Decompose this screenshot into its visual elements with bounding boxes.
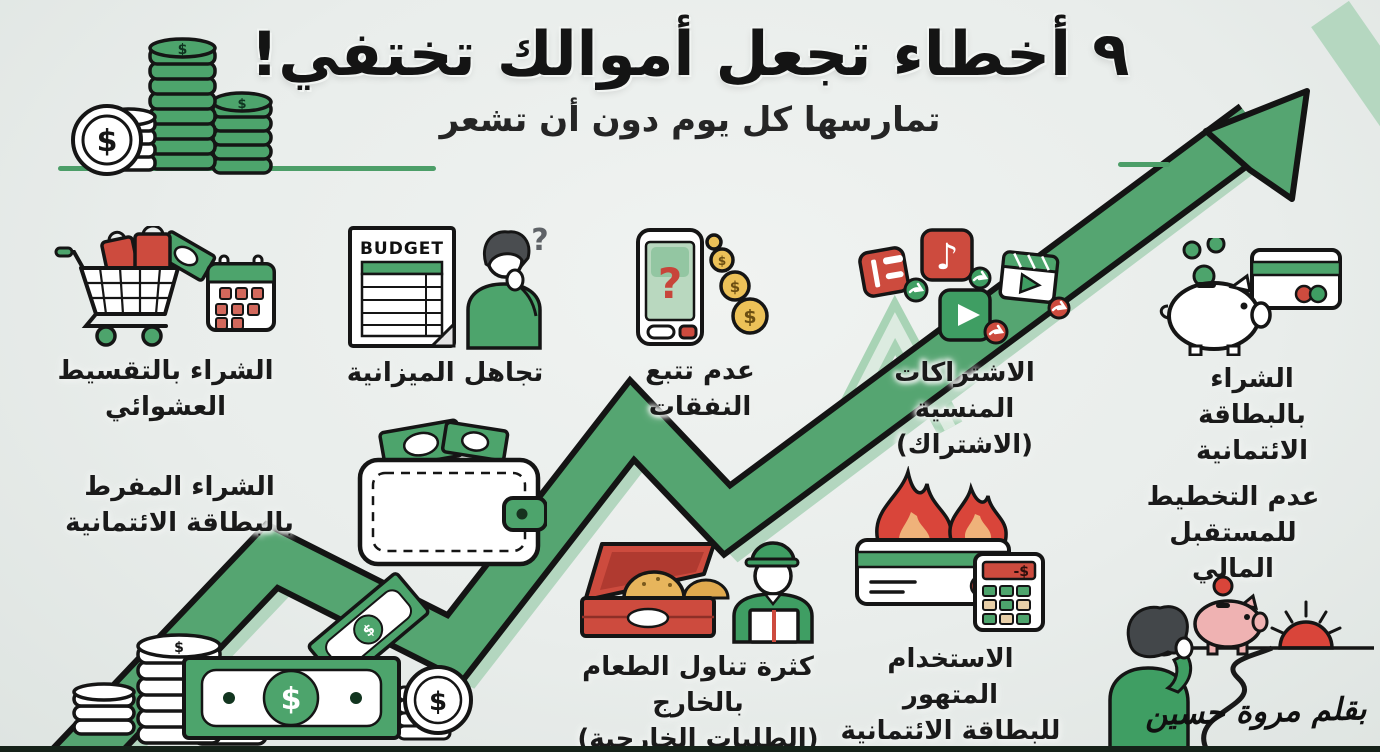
shopping-cart-calendar-icon [54, 226, 276, 347]
svg-text:?: ? [658, 259, 682, 308]
svg-text:♪: ♪ [936, 237, 959, 278]
mistake-no-expense-tracking: ? $ $ $ عدم تتبع النفقات [610, 228, 790, 426]
svg-text:$: $ [178, 42, 188, 58]
burning-card-calculator-icon: -$ [854, 466, 1045, 632]
arrow-echo-sliver [1311, 0, 1380, 127]
wallet-icon [357, 418, 547, 567]
phone-coins-icon: ? $ $ $ [636, 228, 769, 346]
mistake-label-2: العشوائي [104, 391, 227, 422]
budget-document-man-icon: BUDGET ? [348, 224, 549, 350]
mistake-label: الاستخدام المتهور [887, 644, 1014, 710]
mistake-label-2: (الاشتراك) [895, 429, 1034, 460]
mistake-random-installments: الشراء بالتقسيط العشوائي [48, 226, 283, 426]
mistake-label: كثرة تناول الطعام بالخارج [582, 652, 814, 718]
page-title: ٩ أخطاء تجعل أموالك تختفي! [250, 19, 1130, 90]
underline-right [1118, 162, 1170, 167]
mistake-label-2: للبطاقة الائتمانية [840, 715, 1061, 746]
svg-text:$: $ [429, 687, 447, 717]
page-subtitle: تمارسها كل يوم دون أن تشعر [439, 100, 941, 141]
food-box-delivery-icon [579, 541, 814, 644]
piggy-bank-credit-card-icon [1159, 238, 1342, 356]
cash-pile-icon: $ $ $ $ [72, 572, 473, 746]
bottom-border [0, 746, 1380, 752]
mistake-label: الاشتراكات المنسية [894, 358, 1035, 424]
svg-text:$: $ [281, 682, 302, 717]
svg-text:-$: -$ [1013, 564, 1029, 580]
mistake-label: الشراء بالبطاقة [1198, 364, 1306, 430]
mistake-label: عدم التخطيط [1146, 482, 1320, 512]
mistake-label: تجاهل الميزانية [346, 358, 544, 388]
mistake-reckless-credit-use: -$ الاستخدام المتهور للبطاقة الائتمانية [838, 466, 1063, 750]
mistake-label-2: الائتمانية [1196, 435, 1308, 466]
mistake-label: الشراء بالتقسيط [57, 356, 274, 386]
svg-text:$: $ [718, 254, 726, 268]
svg-text:$: $ [730, 278, 740, 296]
svg-text:$: $ [174, 640, 184, 656]
svg-text:$: $ [743, 306, 756, 328]
subscription-apps-icon: ♪ [858, 228, 1071, 345]
header: ٩ أخطاء تجعل أموالك تختفي! تمارسها كل يو… [230, 19, 1150, 141]
mistake-label: عدم تتبع النفقات [645, 356, 755, 422]
mistake-label-2: بالبطاقة الائتمانية [65, 507, 294, 538]
mistake-forgotten-subscriptions: ♪ الاشتراكات المنسية (الاشتراك) [852, 228, 1077, 464]
mistake-label: الشراء المفرط [84, 472, 275, 502]
mistake-credit-card-buying: الشراء بالبطاقة الائتمانية [1152, 238, 1352, 470]
arrow-head [1203, 88, 1310, 202]
svg-text:?: ? [531, 224, 548, 258]
mistake-excessive-credit-spending: الشراء المفرط بالبطاقة الائتمانية [62, 470, 297, 542]
author-signature: بقلم مروة حسين [1144, 691, 1367, 733]
mistake-ignore-budget: BUDGET ? تجاهل الميزانية [340, 224, 550, 392]
svg-text:$: $ [97, 124, 118, 159]
svg-text:BUDGET: BUDGET [360, 239, 444, 259]
mistake-eating-out: كثرة تناول الطعام بالخارج (الطلبات الخار… [548, 532, 848, 752]
